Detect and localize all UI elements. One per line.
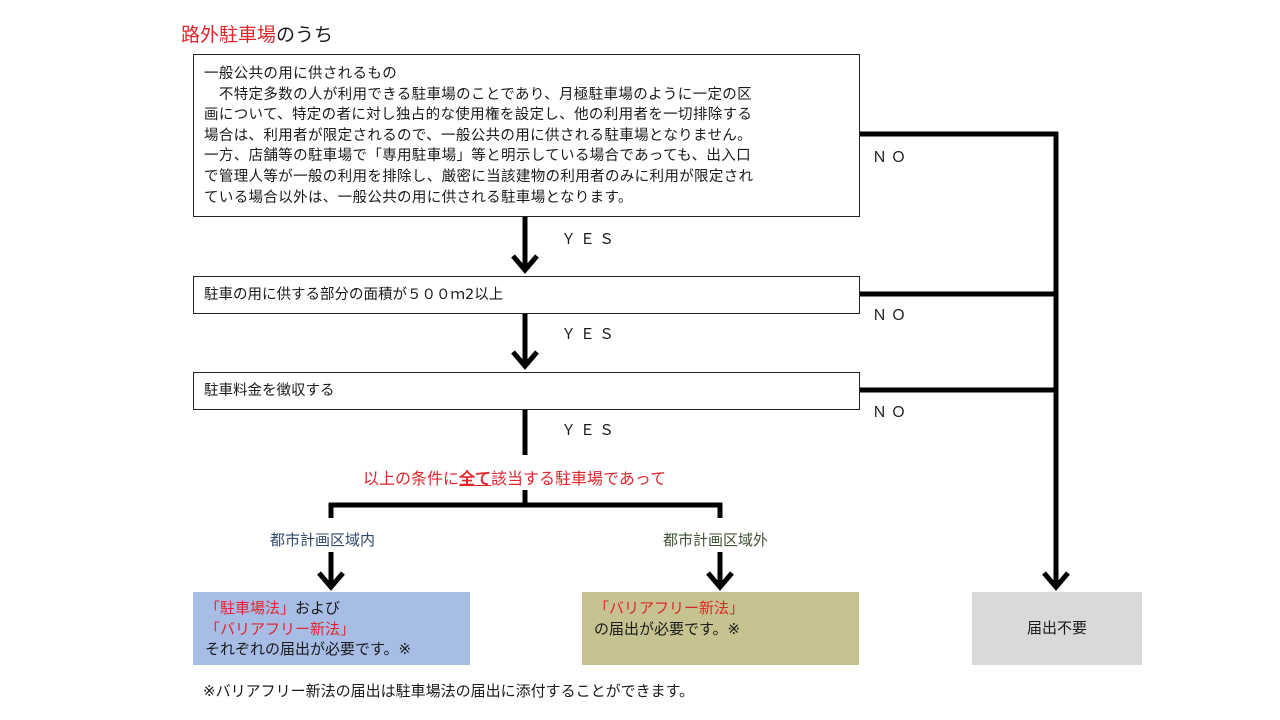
arrowhead-outside-result [706, 571, 734, 591]
yes-label: ＹＥＳ [561, 230, 619, 248]
footnote: ※バリアフリー新法の届出は駐車場法の届出に添付することができます。 [203, 682, 695, 700]
condition-box-line: ている場合以外は、一般公共の用に供される駐車場となります。 [204, 189, 633, 206]
condition-after: 該当する駐車場であって [491, 469, 667, 488]
condition-box-line: 画について、特定の者に対し独占的な使用権を設定し、他の利用者を一切排除する [204, 107, 753, 124]
title-rest: のうち [276, 24, 334, 46]
arrowhead-box2 [511, 254, 539, 274]
condition-before: 以上の条件に [363, 469, 460, 488]
branch-outside-label: 都市計画区域外 [663, 531, 769, 549]
condition-emphasis: 全て [459, 469, 492, 488]
yes-label: ＹＥＳ [561, 421, 619, 439]
result-not-required: 届出不要 [1026, 619, 1087, 638]
condition-box-heading: 一般公共の用に供されるもの [204, 66, 398, 82]
no-label: ＮＯ [872, 148, 911, 166]
yes-label: ＹＥＳ [561, 325, 619, 343]
result-law-barrierfree: 「バリアフリー新法」 [594, 599, 745, 617]
condition-box-line: 場合は、利用者が限定されるので、一般公共の用に供される駐車場となりません。 [204, 127, 752, 144]
no-label: ＮＯ [872, 306, 911, 324]
condition-box-area: 駐車の用に供する部分の面積が５００ｍ2以上 [193, 276, 860, 314]
condition-box-line: 一方、店舗等の駐車場で「専用駐車場」等と明示している場合であっても、出入口 [204, 148, 751, 165]
arrowhead-no-result [1042, 571, 1070, 591]
condition-box-line: 不特定多数の人が利用できる駐車場のことであり、月極駐車場のように一定の区 [204, 86, 752, 103]
branch-inside-label: 都市計画区域内 [270, 531, 376, 549]
result-none: 届出不要 [972, 592, 1142, 665]
page-title: 路外駐車場のうち [181, 22, 333, 48]
result-and: および [295, 599, 341, 617]
arrowhead-inside-result [317, 571, 345, 591]
condition-box-line: で管理人等が一般の利用を排除し、厳密に当該建物の利用者のみに利用が限定され [204, 168, 754, 185]
result-required-text: の届出が必要です。※ [594, 619, 741, 638]
title-accent: 路外駐車場 [181, 24, 277, 46]
condition-box-fee: 駐車料金を徴収する [193, 372, 860, 410]
result-law-barrierfree: 「バリアフリー新法」 [205, 619, 356, 638]
all-conditions-note: 以上の条件に全て該当する駐車場であって [363, 465, 666, 489]
result-law-parking: 「駐車場法」 [205, 599, 296, 617]
arrowhead-box3 [511, 350, 539, 370]
result-required-text: それぞれの届出が必要です。※ [205, 640, 412, 658]
result-outside: 「バリアフリー新法」 の届出が必要です。※ [582, 592, 859, 665]
result-inside: 「駐車場法」および 「バリアフリー新法」 それぞれの届出が必要です。※ [193, 592, 470, 665]
condition-box-public-use: 一般公共の用に供されるもの 不特定多数の人が利用できる駐車場のことであり、月極駐… [193, 54, 860, 217]
no-label: ＮＯ [872, 403, 911, 421]
